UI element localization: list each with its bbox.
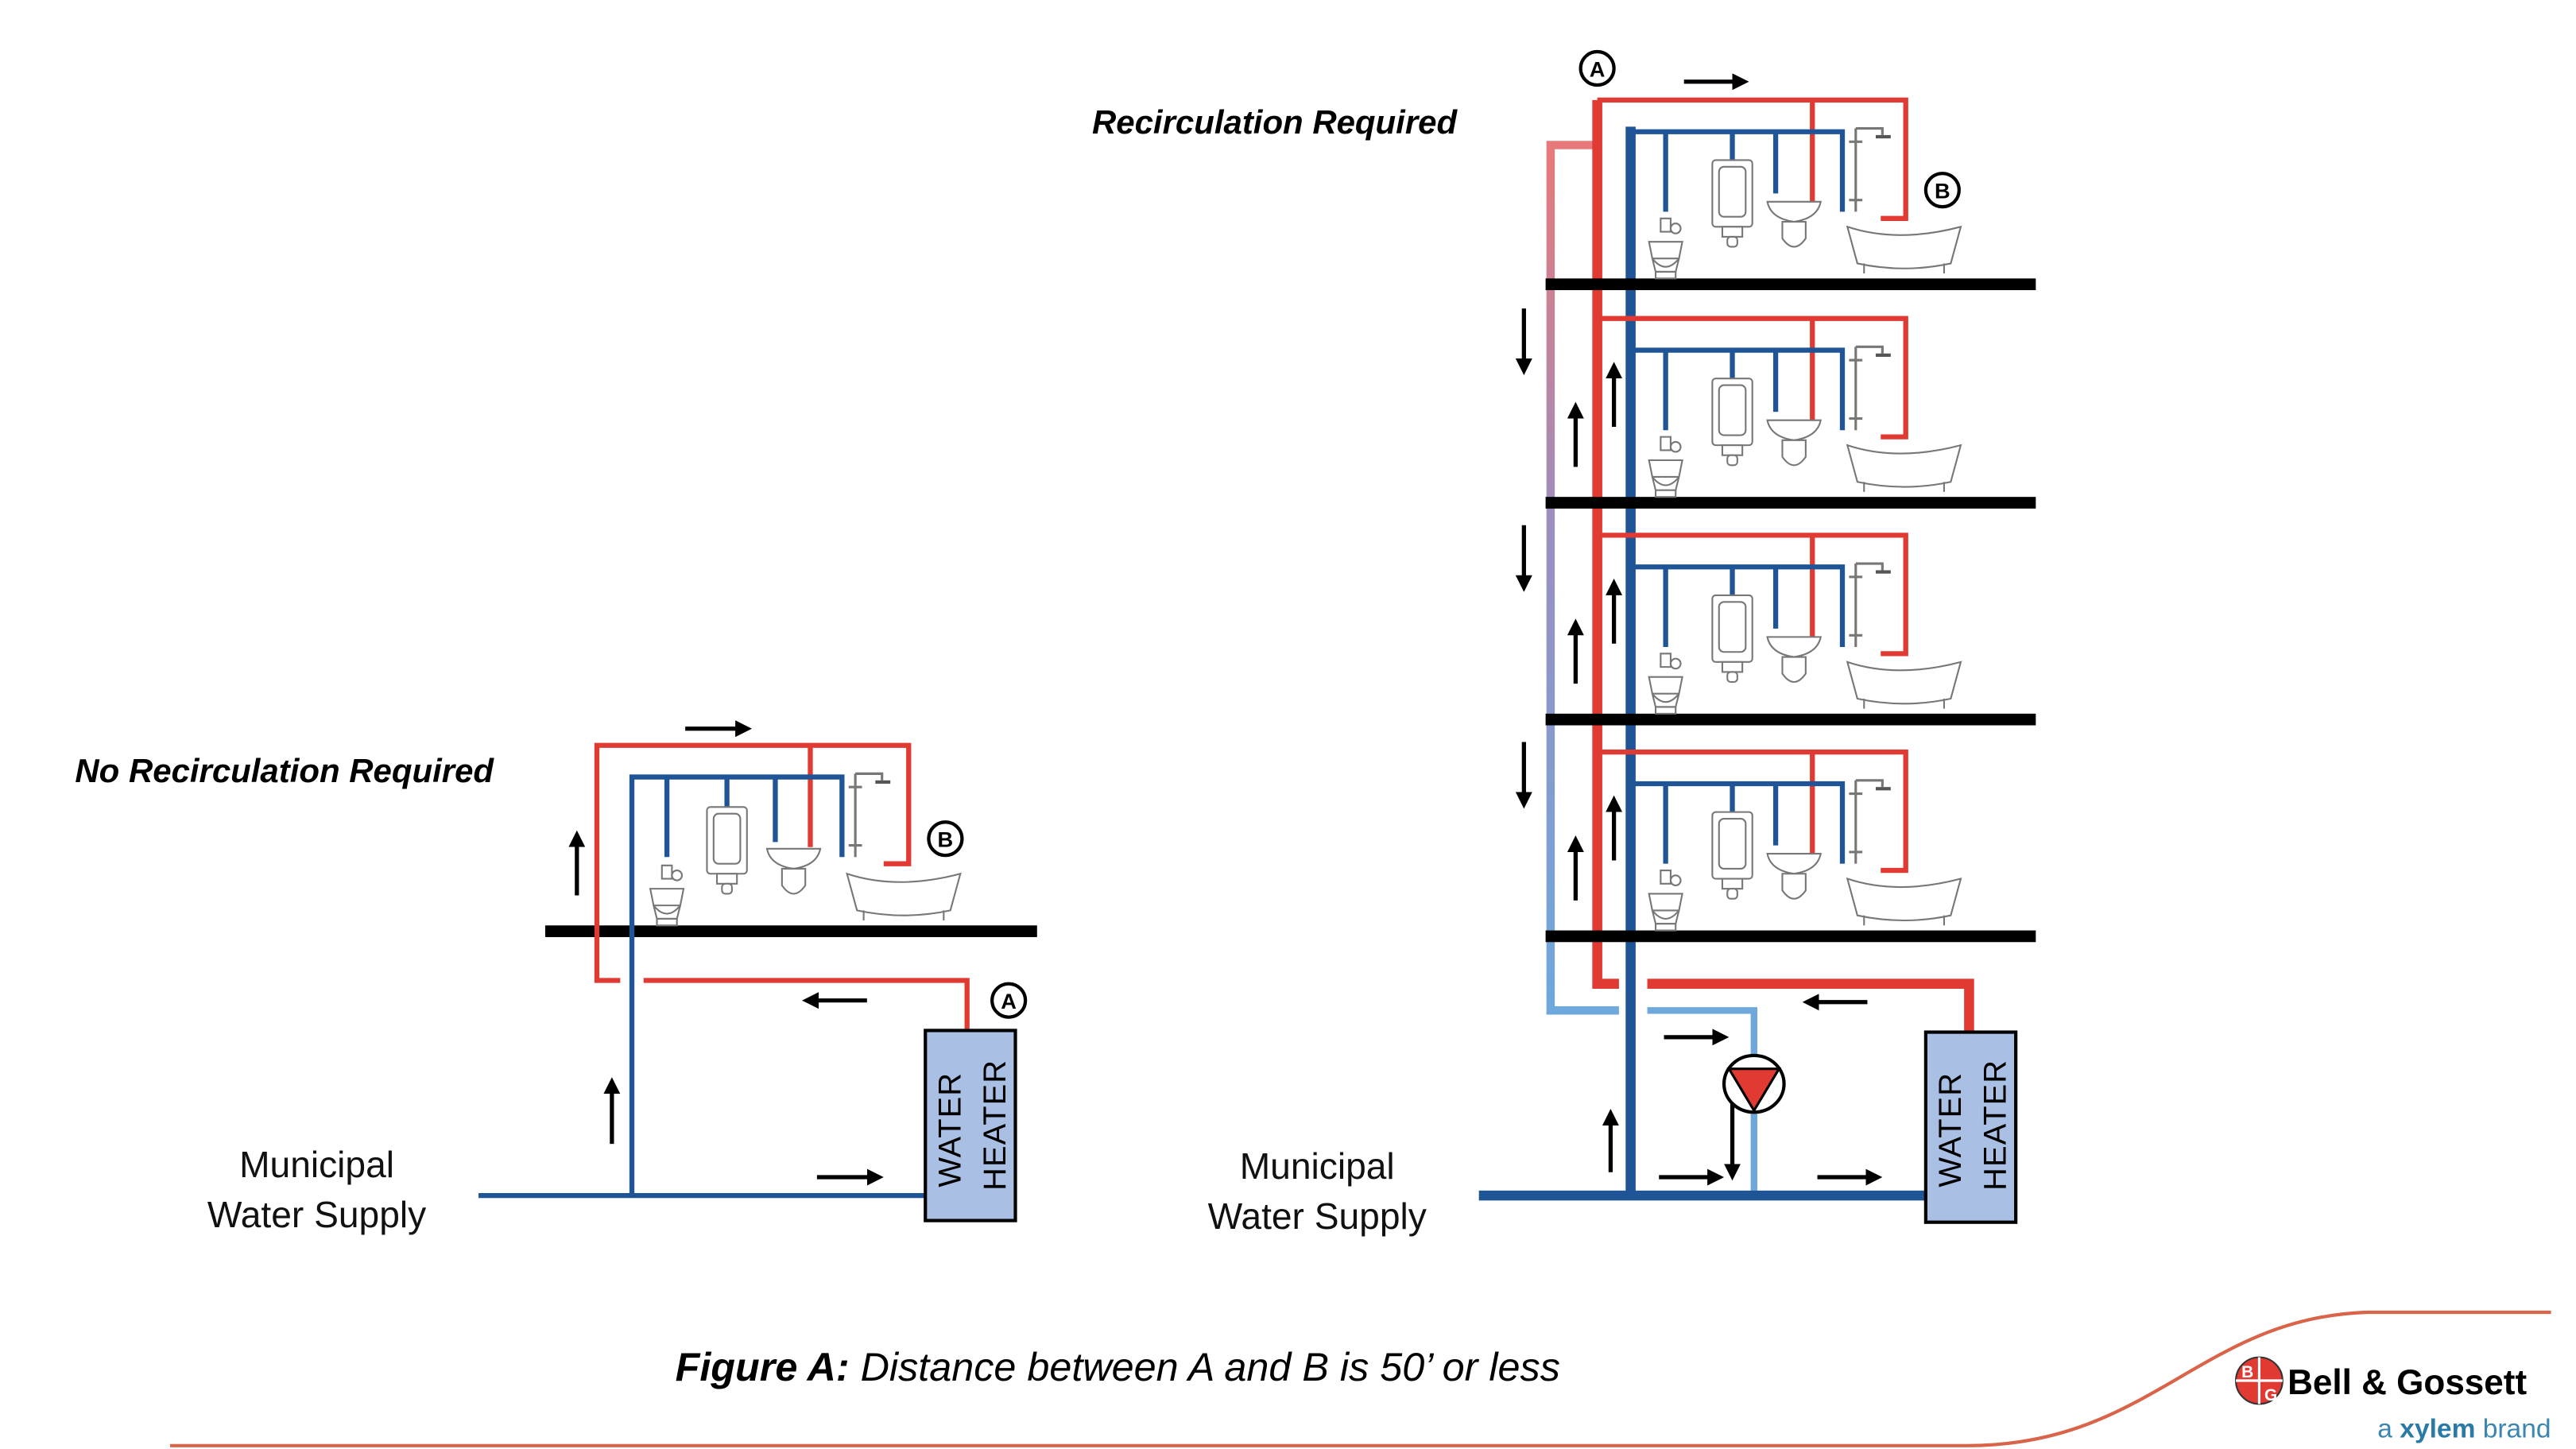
sink-icon: [1766, 636, 1822, 684]
brand-name: Bell & Gossett: [2287, 1363, 2527, 1402]
hot-water-branch: [1597, 749, 1908, 874]
cold-water-branch: [1630, 129, 1846, 212]
hot-water-branch: [1597, 316, 1908, 440]
caption-label: Figure A:: [676, 1344, 850, 1389]
hot-water-riser: [1592, 99, 1619, 990]
cold-water-pipe: [478, 774, 926, 1199]
toilet-icon: [649, 864, 685, 927]
bell-gossett-emblem-icon: B G: [2235, 1356, 2284, 1405]
heater-label-line2: HEATER: [978, 1060, 1013, 1191]
hot-water-branch: [1597, 533, 1908, 657]
marker-a-icon: [990, 982, 1028, 1019]
shower-icon: [1847, 126, 1892, 213]
sink-icon: [1766, 200, 1822, 248]
supply-label-line2: Water Supply: [207, 1194, 426, 1235]
marker-a-label: A: [1001, 989, 1017, 1013]
heater-label-line1: WATER: [1933, 1072, 1968, 1187]
floor-group: [1515, 97, 2036, 943]
bathtub-icon: [1846, 661, 1962, 710]
toilet-icon: [1648, 217, 1683, 280]
shower-icon: [1847, 779, 1892, 866]
svg-text:B: B: [2241, 1363, 2253, 1381]
figure-caption: Figure A: Distance between A and B is 50…: [676, 1344, 1560, 1389]
bathtub-icon: [1846, 444, 1962, 493]
supply-label-line1: Municipal: [239, 1144, 394, 1185]
shower-icon: [1847, 345, 1892, 432]
marker-a-label: A: [1590, 56, 1606, 81]
toilet-icon: [1648, 653, 1683, 715]
marker-b-icon: [927, 820, 964, 858]
urinal-icon: [1711, 159, 1753, 248]
caption-text: Distance between A and B is 50’ or less: [850, 1344, 1560, 1389]
marker-b-label: B: [1935, 179, 1950, 203]
footer-accent-line: [169, 1310, 2551, 1447]
cold-water-branch: [1630, 564, 1846, 647]
floor-slab: [1545, 278, 2036, 291]
sink-icon: [1766, 419, 1822, 467]
toilet-icon: [1648, 870, 1683, 932]
water-heater: [924, 1029, 1017, 1222]
hot-water-pipe: [594, 742, 970, 1029]
left-diagram: No Recirculation Required WATER HEATER: [75, 720, 1037, 1235]
heater-label-line2: HEATER: [1978, 1060, 2013, 1191]
cold-water-branch: [1630, 781, 1846, 864]
right-diagram: Recirculation Required WATER HEATER A B: [1092, 49, 2036, 1237]
floor-slab: [544, 925, 1037, 937]
floor-slab: [1545, 930, 2036, 943]
pump-icon: [1726, 1067, 1782, 1114]
left-heading: No Recirculation Required: [75, 752, 494, 789]
brand-tagline: a xylem brand: [2377, 1414, 2551, 1443]
floor-slab: [1545, 713, 2036, 726]
right-heading: Recirculation Required: [1092, 103, 1458, 141]
supply-label-line2: Water Supply: [1208, 1195, 1427, 1237]
return-pipe: [1647, 1007, 1758, 1058]
floor-slab: [1545, 497, 2036, 509]
water-heater: [1923, 1030, 2018, 1224]
brand-logo: B G Bell & Gossett a xylem brand: [2235, 1356, 2551, 1443]
toilet-icon: [1648, 436, 1683, 498]
svg-text:G: G: [2264, 1386, 2277, 1404]
shower-icon: [847, 772, 892, 858]
sink-icon: [1766, 853, 1822, 900]
recirculation-pump: [1722, 1053, 1786, 1114]
marker-b-label: B: [938, 827, 954, 852]
hot-water-main: [1647, 978, 1974, 1031]
hot-water-branch: [1597, 97, 1908, 221]
shower-icon: [1847, 562, 1892, 649]
heater-label-line1: WATER: [932, 1072, 967, 1187]
urinal-icon: [1711, 594, 1753, 684]
sink-icon: [765, 847, 822, 895]
bathtub-icon: [1846, 226, 1962, 275]
marker-a-icon: [1579, 49, 1616, 87]
supply-label-line1: Municipal: [1240, 1145, 1395, 1187]
bathtub-icon: [1846, 878, 1962, 927]
bathtub-icon: [846, 873, 962, 922]
urinal-icon: [1711, 378, 1753, 467]
marker-b-icon: [1923, 172, 1961, 209]
urinal-icon: [706, 806, 748, 895]
cold-water-branch: [1630, 347, 1846, 431]
return-pipe: [1546, 141, 1619, 1015]
urinal-icon: [1711, 811, 1753, 900]
